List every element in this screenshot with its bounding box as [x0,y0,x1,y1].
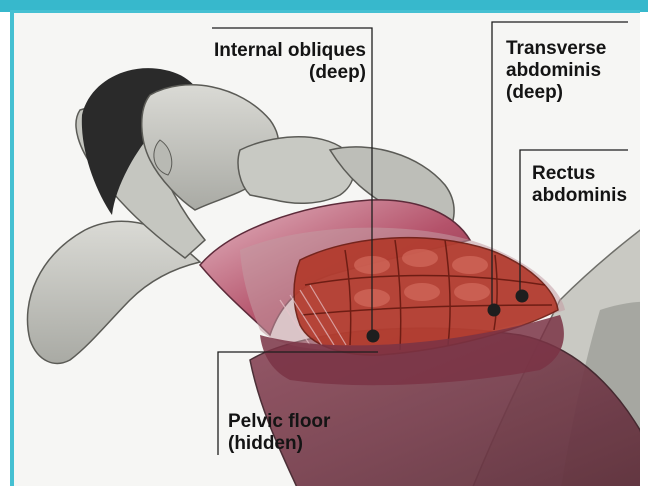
label-rectus-abdominis-line1: Rectus [532,163,627,185]
dot-internal-obliques [367,330,380,343]
label-pelvic-floor: Pelvic floor (hidden) [228,411,330,455]
label-pelvic-floor-line2: (hidden) [228,433,330,455]
label-rectus-abdominis: Rectus abdominis [532,163,627,207]
dot-rectus-abdominis [516,290,529,303]
right-arm-shape [238,137,354,203]
label-rectus-abdominis-line2: abdominis [532,185,627,207]
label-internal-obliques-line1: Internal obliques [214,40,366,62]
dot-transverse-abdominis [488,304,501,317]
label-transverse-abdominis-line1: Transverse [506,38,606,60]
label-internal-obliques: Internal obliques (deep) [214,40,366,84]
label-transverse-abdominis-line3: (deep) [506,82,606,104]
label-internal-obliques-line2: (deep) [214,62,366,84]
label-pelvic-floor-line1: Pelvic floor [228,411,330,433]
label-transverse-abdominis: Transverse abdominis (deep) [506,38,606,104]
label-transverse-abdominis-line2: abdominis [506,60,606,82]
